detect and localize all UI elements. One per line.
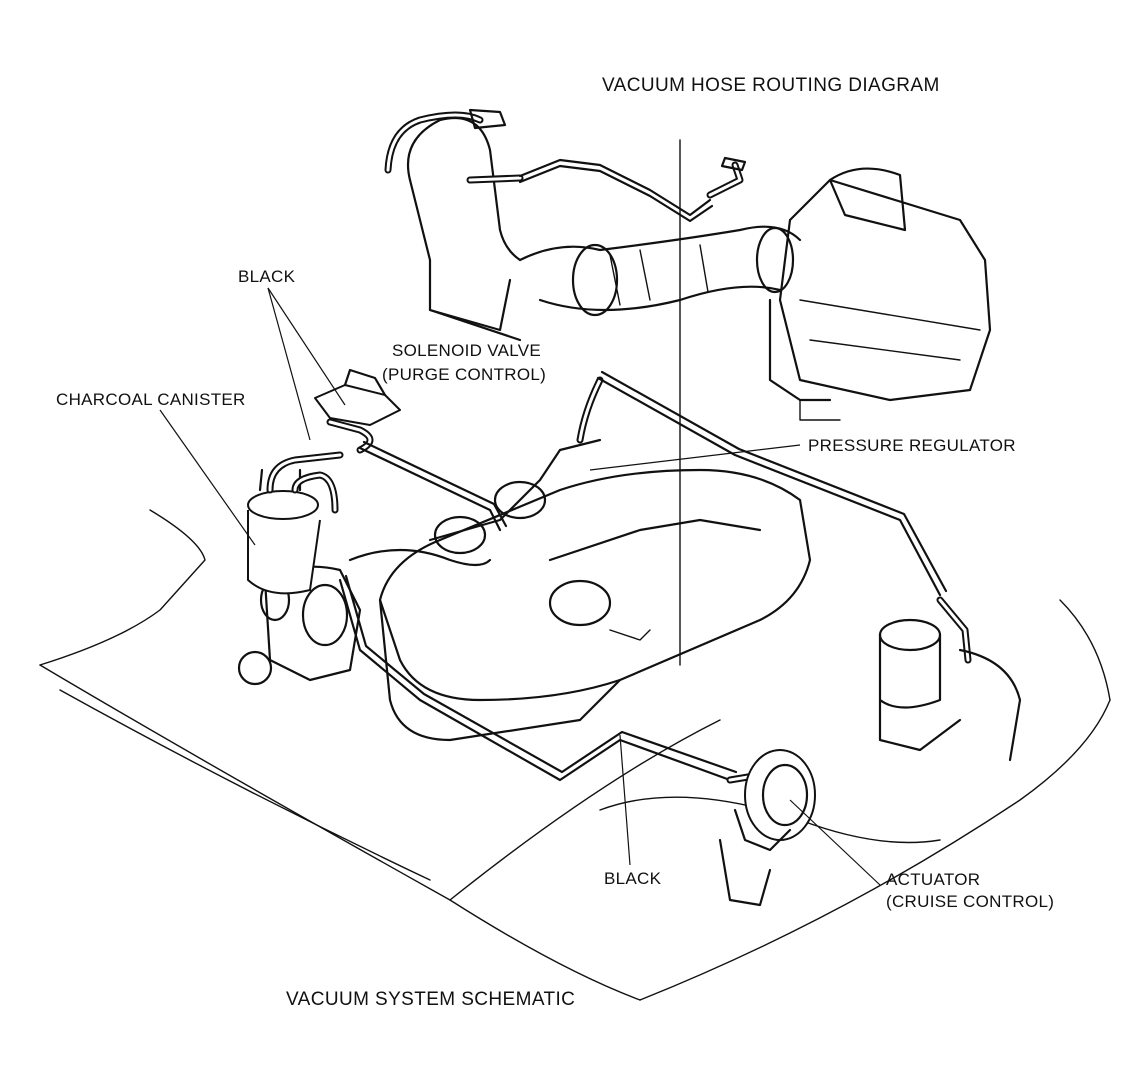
label-black-bottom: BLACK (604, 869, 662, 888)
label-solenoid-valve: SOLENOID VALVE (392, 341, 541, 360)
label-pressure-regulator: PRESSURE REGULATOR (808, 436, 1016, 455)
throttle-body (237, 565, 362, 686)
leader-lines (159, 287, 881, 886)
upper-vacuum-lines (384, 108, 747, 223)
canister-hoses (266, 418, 508, 532)
fuel-rail-assembly (348, 438, 602, 567)
brake-booster-line (576, 370, 972, 664)
engine-bay-outline (39, 509, 1111, 1001)
diagram-title: VACUUM HOSE ROUTING DIAGRAM (602, 75, 940, 96)
solenoid-valve (314, 368, 401, 426)
label-black-top: BLACK (238, 267, 296, 286)
charcoal-canister (247, 468, 321, 595)
cruise-actuator-assembly (338, 574, 816, 907)
label-actuator-purpose: (CRUISE CONTROL) (886, 892, 1054, 911)
label-actuator: ACTUATOR (886, 870, 980, 889)
label-charcoal-canister: CHARCOAL CANISTER (56, 390, 246, 409)
master-cylinder (878, 618, 1022, 762)
engine-cam-cover (378, 468, 812, 742)
schematic-caption: VACUUM SYSTEM SCHEMATIC (286, 989, 575, 1010)
label-solenoid-valve-purpose: (PURGE CONTROL) (382, 365, 546, 384)
